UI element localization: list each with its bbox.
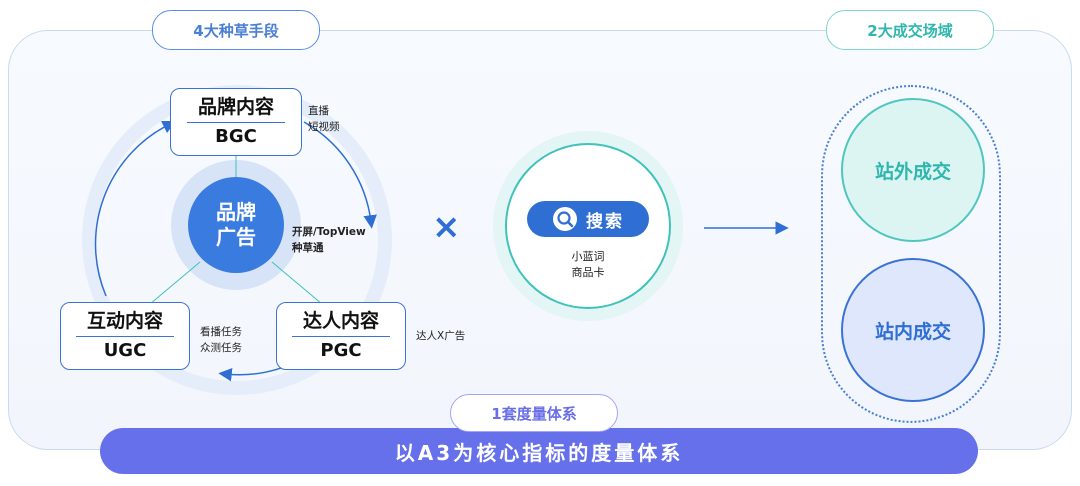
multiply-operator: × (432, 207, 461, 247)
search-node: 搜索 小蓝词 商品卡 (493, 131, 683, 321)
node-ugc-divider (76, 335, 174, 338)
deal-fields-label: 2大成交场域 (826, 10, 994, 50)
node-ugc-note: 看播任务 众测任务 (200, 324, 242, 356)
search-sub-labels: 小蓝词 商品卡 (507, 249, 669, 281)
note-line: 众测任务 (200, 342, 242, 354)
note-line: 直播 (308, 105, 329, 117)
node-ugc: 互动内容 UGC (60, 302, 190, 370)
note-line: 短视频 (308, 121, 340, 133)
search-node-inner: 搜索 小蓝词 商品卡 (505, 143, 671, 309)
search-icon (552, 206, 578, 232)
node-pgc-divider (292, 335, 390, 338)
search-sub-line: 商品卡 (571, 266, 605, 279)
cycle-arrow-bgc-to-pgc (303, 121, 377, 229)
spoke-ugc (149, 261, 201, 305)
node-brand-ad: 品牌 广告 (188, 177, 284, 273)
node-pgc-note: 达人X广告 (416, 328, 465, 344)
node-bgc-title: 品牌内容 (197, 95, 274, 118)
brand-ad-line: 广告 (216, 225, 256, 249)
search-label: 搜索 (586, 211, 624, 232)
note-line: 开屏/TopView (292, 226, 366, 238)
cycle-arrow-ugc-to-bgc (94, 120, 177, 297)
spoke-pgc (271, 261, 323, 305)
note-line: 看播任务 (200, 326, 242, 338)
node-pgc-code: PGC (320, 340, 362, 362)
metric-banner: 以A3为核心指标的度量体系 (100, 428, 978, 474)
note-line: 达人X广告 (416, 330, 466, 342)
search-sub-line: 小蓝词 (571, 250, 605, 263)
node-pgc: 达人内容 PGC (276, 302, 406, 370)
node-bgc: 品牌内容 BGC (170, 88, 302, 156)
node-bgc-divider (186, 121, 286, 124)
note-line: 种草通 (292, 242, 324, 254)
brand-ad-line: 品牌 (216, 200, 256, 224)
node-bgc-code: BGC (215, 126, 257, 148)
deal-inside: 站内成交 (841, 258, 985, 402)
deal-outside: 站外成交 (841, 98, 985, 242)
node-pgc-title: 达人内容 (302, 309, 379, 332)
deal-fields-container (821, 85, 1001, 423)
node-ugc-title: 互动内容 (86, 309, 163, 332)
node-bgc-note: 直播 短视频 (308, 103, 340, 135)
node-brand-ad-note: 开屏/TopView 种草通 (292, 224, 366, 256)
node-ugc-code: UGC (103, 340, 147, 362)
search-button[interactable]: 搜索 (527, 201, 649, 237)
metric-system-label: 1套度量体系 (450, 394, 618, 432)
seeding-methods-label: 4大种草手段 (152, 10, 320, 50)
